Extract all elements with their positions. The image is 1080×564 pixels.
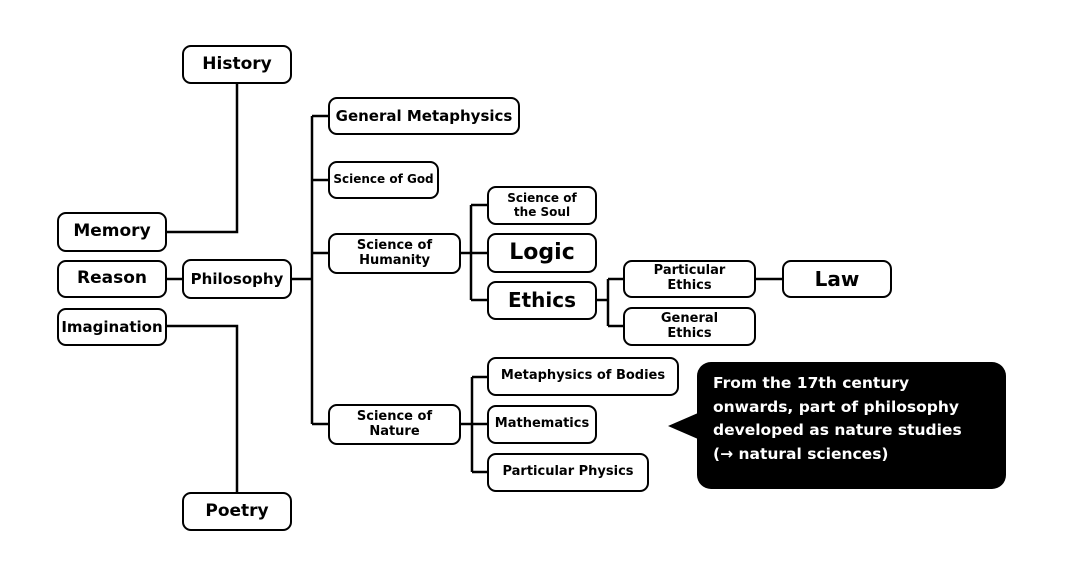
node-general-ethics: General Ethics [623,307,756,346]
node-science-of-the-soul: Science of the Soul [487,186,597,225]
node-science-of-humanity: Science of Humanity [328,233,461,274]
node-poetry: Poetry [182,492,292,531]
connector-memory-history [167,84,239,234]
node-philosophy: Philosophy [182,259,292,299]
node-particular-physics: Particular Physics [487,453,649,492]
connector-imagination-poetry [167,324,239,492]
node-mathematics: Mathematics [487,405,597,444]
node-reason: Reason [57,260,167,298]
callout-note: From the 17th century onwards, part of p… [697,362,1006,489]
callout-pointer [668,413,698,439]
node-law: Law [782,260,892,298]
node-memory: Memory [57,212,167,252]
node-history: History [182,45,292,84]
node-general-metaphysics: General Metaphysics [328,97,520,135]
node-metaphysics-of-bodies: Metaphysics of Bodies [487,357,679,396]
node-particular-ethics: Particular Ethics [623,260,756,298]
node-science-of-nature: Science of Nature [328,404,461,445]
node-science-of-god: Science of God [328,161,439,199]
node-ethics: Ethics [487,281,597,320]
node-imagination: Imagination [57,308,167,346]
node-logic: Logic [487,233,597,273]
